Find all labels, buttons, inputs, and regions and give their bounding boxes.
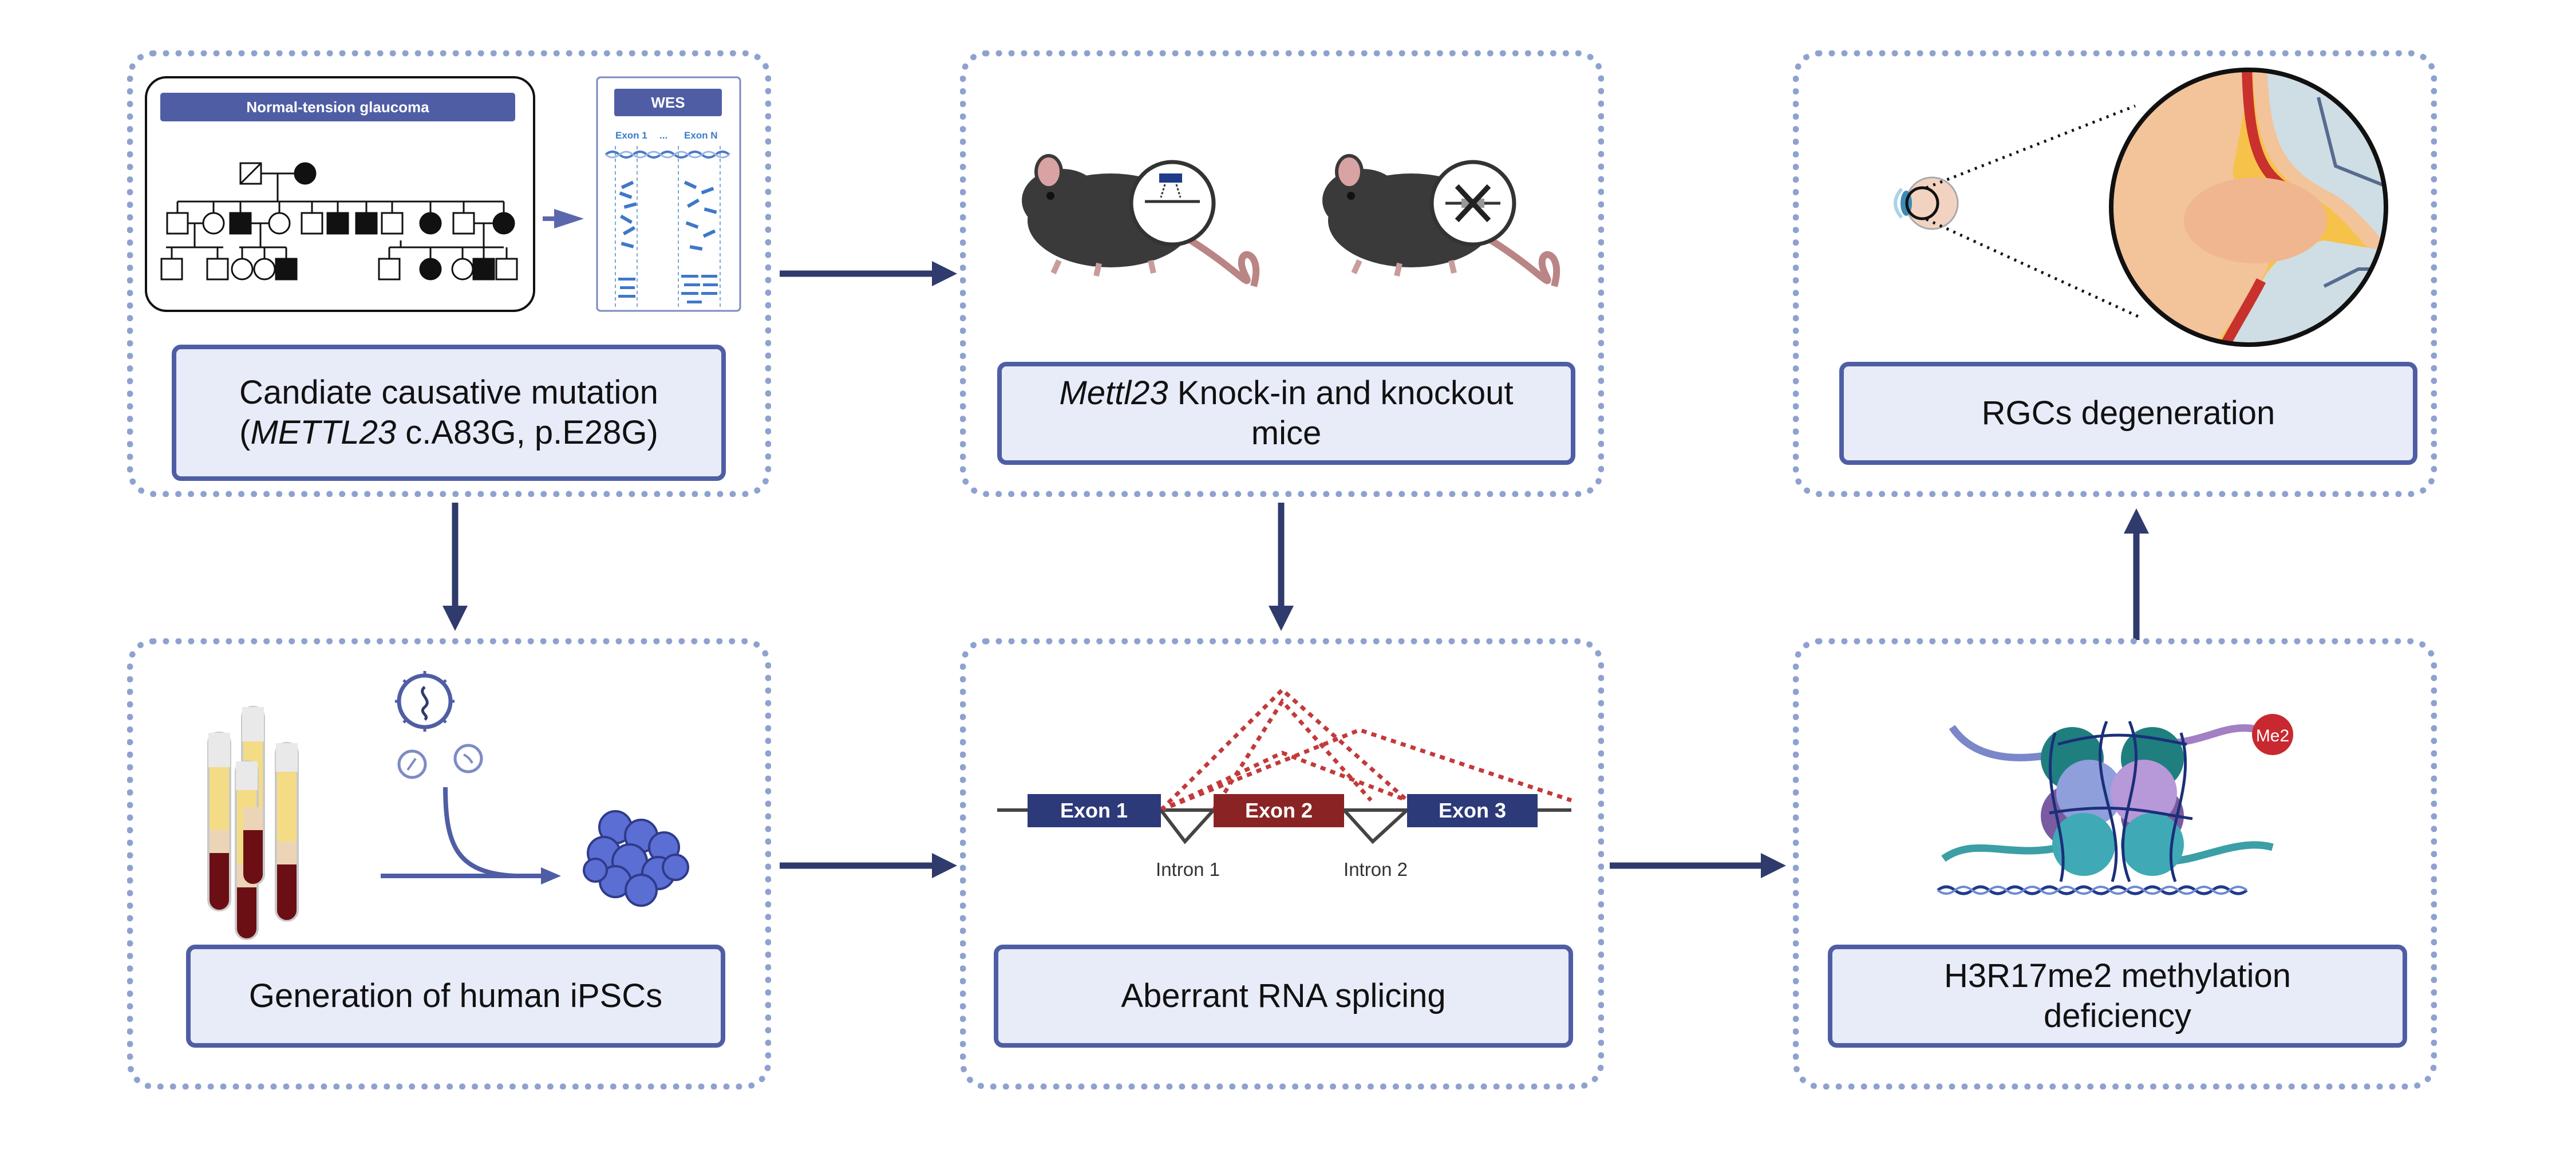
methyl-mark-badge: [2252, 714, 2293, 755]
sequencing-reads: [618, 180, 718, 303]
methyl-mark-label: Me2: [2256, 726, 2289, 745]
ipsc-caption-text: Generation of human iPSCs: [248, 977, 663, 1014]
intron-2-line: [1342, 808, 1409, 844]
mutation-caption-line2: (METTL23 c.A83G, p.E28G): [239, 414, 658, 451]
methylation-caption: H3R17me2 methylation deficiency: [1828, 945, 2407, 1048]
rgc-caption: RGCs degeneration: [1839, 362, 2417, 465]
panel-rgc: [1793, 50, 2437, 497]
knock-in-zoom-circle: [1129, 160, 1216, 247]
rgc-caption-text: RGCs degeneration: [1981, 394, 2275, 432]
splice-junctions: [1159, 687, 1573, 812]
exon-3: [1407, 794, 1538, 827]
mice-caption: Mettl23 Knock-in and knockout mice: [997, 362, 1575, 465]
pedigree-chart: [160, 162, 518, 281]
ipsc-colony: [583, 810, 689, 907]
wes-card: WES Exon 1 ... Exon N: [596, 76, 741, 312]
wes-title-bar: [614, 89, 722, 116]
nucleosome: Me2: [1937, 714, 2293, 895]
methylation-caption-line2: deficiency: [2044, 997, 2191, 1035]
dna-strand: [605, 151, 730, 159]
exon-2: [1214, 794, 1344, 827]
panel-splicing: [960, 638, 1604, 1089]
retina-zoom-circle: [2109, 68, 2388, 347]
intron-2-label: Intron 2: [1344, 859, 1408, 880]
exon-3-label: Exon 3: [1439, 799, 1506, 822]
wes-exon-first: Exon 1: [615, 130, 647, 141]
knock-in-mouse: [1022, 154, 1260, 287]
wes-exon-last: Exon N: [684, 130, 718, 141]
intron-1-line: [1159, 808, 1215, 844]
flow-arrows: [442, 261, 2149, 878]
eye-illustration: [1894, 104, 2142, 319]
mutation-caption: Candiate causative mutation (METTL23 c.A…: [172, 345, 726, 481]
exon-1: [1028, 794, 1161, 827]
intron-1-label: Intron 1: [1156, 859, 1220, 880]
panel-methylation: [1793, 638, 2437, 1089]
mice-caption-line1: Mettl23 Knock-in and knockout: [1059, 374, 1514, 412]
panel-ipsc: [127, 638, 771, 1089]
mutation-caption-line1: Candiate causative mutation: [239, 374, 658, 411]
gene-name: METTL23: [250, 414, 397, 451]
pedigree-title-bar: [160, 93, 515, 121]
panel-mice: [960, 50, 1604, 497]
mice-caption-line2: mice: [1251, 414, 1322, 452]
virus-icons: [395, 671, 483, 779]
exon-2-label: Exon 2: [1245, 799, 1313, 822]
blood-tubes: [207, 706, 299, 940]
panel-mutation: [127, 50, 771, 497]
pedigree-card: Normal-tension glaucoma: [145, 76, 535, 312]
gene-name: Mettl23: [1059, 374, 1168, 412]
knockout-mouse: [1322, 154, 1560, 287]
splicing-caption: Aberrant RNA splicing: [994, 945, 1573, 1048]
ipsc-caption: Generation of human iPSCs: [186, 945, 725, 1048]
splicing-caption-text: Aberrant RNA splicing: [1121, 977, 1446, 1014]
exon-1-label: Exon 1: [1060, 799, 1128, 822]
wes-ellipsis: ...: [659, 130, 667, 141]
methylation-caption-line1: H3R17me2 methylation: [1943, 957, 2291, 994]
pedigree-to-wes-arrow: [554, 209, 584, 228]
wes-title: WES: [651, 94, 685, 111]
pedigree-title: Normal-tension glaucoma: [246, 98, 429, 116]
